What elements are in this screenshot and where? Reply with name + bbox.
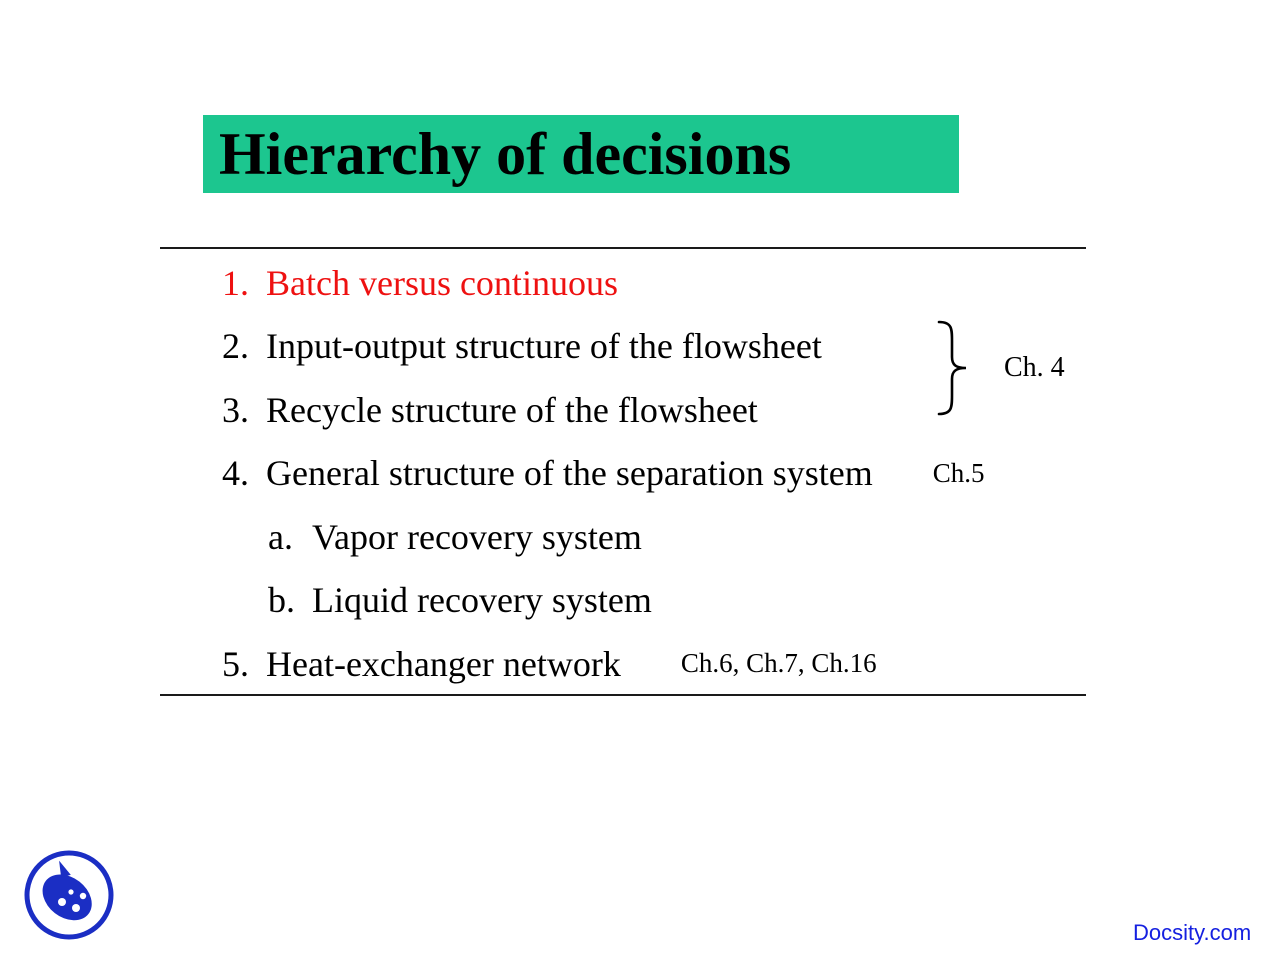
page-title: Hierarchy of decisions	[219, 121, 792, 187]
item-number: 5.	[222, 643, 249, 684]
docsity-logo-icon	[22, 848, 116, 947]
chapter-label: Ch.5	[932, 457, 985, 488]
title-bar: Hierarchy of decisions	[203, 115, 959, 193]
item-text: General structure of the separation syst…	[266, 453, 873, 494]
docsity-brand-link[interactable]: Docsity.com	[1133, 920, 1252, 945]
list-subitem: a. Vapor recovery system	[222, 505, 1162, 569]
item-text: Batch versus continuous	[266, 262, 618, 303]
item-number: 3.	[222, 389, 249, 430]
item-number: 2.	[222, 326, 249, 367]
item-text: Liquid recovery system	[312, 580, 652, 621]
list-item: 3. Recycle structure of the flowsheet	[222, 378, 1162, 442]
list-item: 5. Heat-exchanger network Ch.6, Ch.7, Ch…	[222, 632, 1162, 696]
brace-icon	[936, 320, 974, 421]
item-text: Heat-exchanger network	[266, 643, 621, 684]
item-number: 1.	[222, 262, 249, 303]
decision-list: 1. Batch versus continuous 2. Input-outp…	[222, 251, 1162, 696]
item-number: a.	[268, 516, 293, 557]
item-number: 4.	[222, 453, 249, 494]
item-number: b.	[268, 580, 295, 621]
list-item: 1. Batch versus continuous	[222, 251, 1162, 315]
item-text: Recycle structure of the flowsheet	[266, 389, 758, 430]
list-item: 2. Input-output structure of the flowshe…	[222, 315, 1162, 379]
brace-chapter-label: Ch. 4	[1004, 352, 1065, 383]
chapter-label: Ch.6, Ch.7, Ch.16	[680, 648, 877, 679]
list-item: 4. General structure of the separation s…	[222, 442, 1162, 506]
item-text: Vapor recovery system	[312, 516, 642, 557]
divider-top	[160, 247, 1086, 249]
item-text: Input-output structure of the flowsheet	[266, 326, 822, 367]
list-subitem: b. Liquid recovery system	[222, 569, 1162, 633]
divider-bottom	[160, 694, 1086, 696]
